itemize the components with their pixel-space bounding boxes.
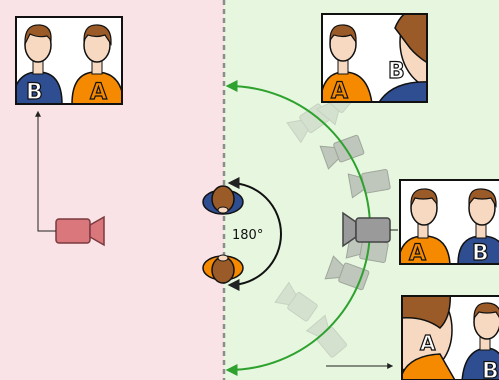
frame-top-left: B A [15,16,123,106]
frame-mid-right: A B [399,179,499,267]
frame-bottom-right: A B [401,295,499,380]
frame-bottom-right-label-b: B [482,359,499,380]
camera-main [342,211,391,248]
frame-bottom-right-label-a: A [420,331,436,355]
frame-top-left-label-a: A [90,80,107,105]
camera-across-line [55,215,105,247]
person-a-overhead [202,254,244,284]
frame-top-right: A B [321,13,428,105]
person-b-overhead [202,185,244,215]
frame-mid-right-label-b: B [472,241,489,266]
frame-mid-right-label-a: A [409,241,426,266]
frame-top-right-label-a: A [331,79,348,104]
frame-top-left-label-b: B [26,80,43,105]
angle-arc [227,177,282,291]
red-camera-arrow [35,110,56,232]
angle-label: 180° [232,228,263,243]
frame-top-right-label-b: B [388,59,405,84]
